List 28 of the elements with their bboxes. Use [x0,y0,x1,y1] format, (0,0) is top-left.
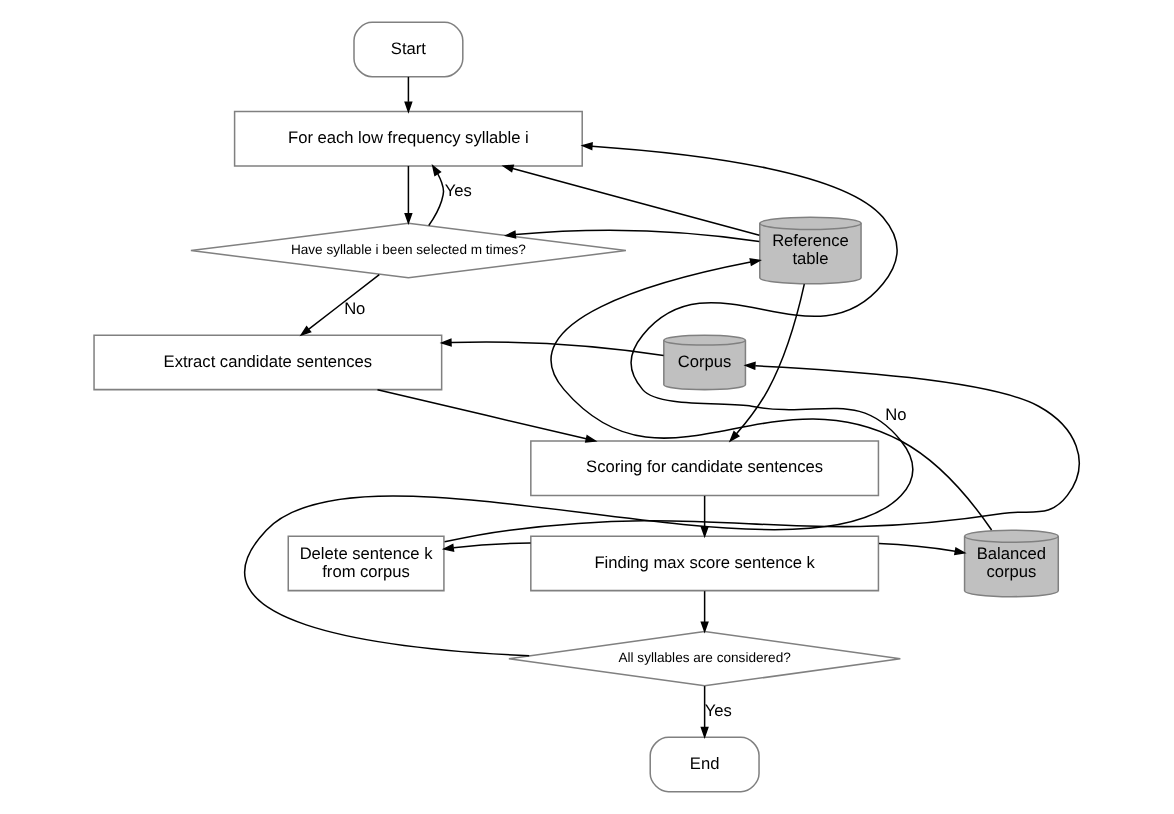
arrow [550,258,993,531]
node-box: Delete sentence k from corpus [287,535,445,592]
arrow [700,590,709,634]
edge-label: No [344,297,366,318]
node-box: Extract candidate sentences [93,334,443,391]
edge-label: Yes [704,699,732,720]
node-box: For each low frequency syllable i [233,110,583,167]
arrow [404,165,413,225]
arrow [243,142,914,657]
arrow [700,495,709,539]
arrow [376,388,598,443]
node-box: End [649,736,760,793]
node-box: Finding max score sentence k [530,535,880,592]
arrow [501,164,761,236]
arrow [428,164,445,227]
arrow [503,229,761,243]
arrow [404,76,413,114]
arrow [439,338,665,357]
arrow [700,685,709,739]
edge-label: No [885,403,907,424]
arrow [299,273,381,337]
node-box: Start [353,21,464,78]
arrow [728,283,806,443]
arrow [443,361,1080,543]
arrow [441,542,532,552]
arrow [878,542,967,556]
edge-label: Yes [444,179,472,200]
node-box: Scoring for candidate sentences [530,440,880,497]
